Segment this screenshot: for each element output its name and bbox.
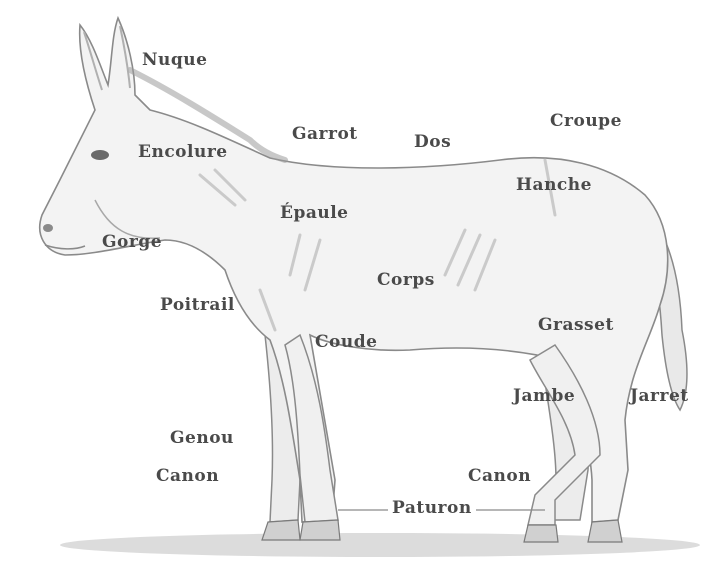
label-gorge: Gorge	[102, 234, 162, 251]
label-epaule: Épaule	[280, 205, 349, 222]
label-jarret: Jarret	[630, 388, 689, 405]
label-canon-front: Canon	[156, 468, 219, 485]
label-corps: Corps	[377, 272, 435, 289]
hoof-front-near	[300, 520, 340, 540]
hoof-front-far	[262, 520, 300, 540]
label-nuque: Nuque	[142, 52, 207, 69]
label-encolure: Encolure	[138, 144, 228, 161]
label-coude: Coude	[315, 334, 377, 351]
eye	[91, 150, 109, 160]
label-grasset: Grasset	[538, 317, 614, 334]
label-poitrail: Poitrail	[160, 297, 235, 314]
label-dos: Dos	[414, 134, 451, 151]
hoof-hind-near	[524, 525, 558, 542]
label-genou: Genou	[170, 430, 234, 447]
nostril	[43, 224, 53, 232]
label-hanche: Hanche	[516, 177, 592, 194]
label-paturon: Paturon	[388, 500, 476, 517]
label-jambe: Jambe	[513, 388, 575, 405]
hoof-hind-far	[588, 520, 622, 542]
label-garrot: Garrot	[292, 126, 358, 143]
label-canon-rear: Canon	[468, 468, 531, 485]
label-croupe: Croupe	[550, 113, 622, 130]
